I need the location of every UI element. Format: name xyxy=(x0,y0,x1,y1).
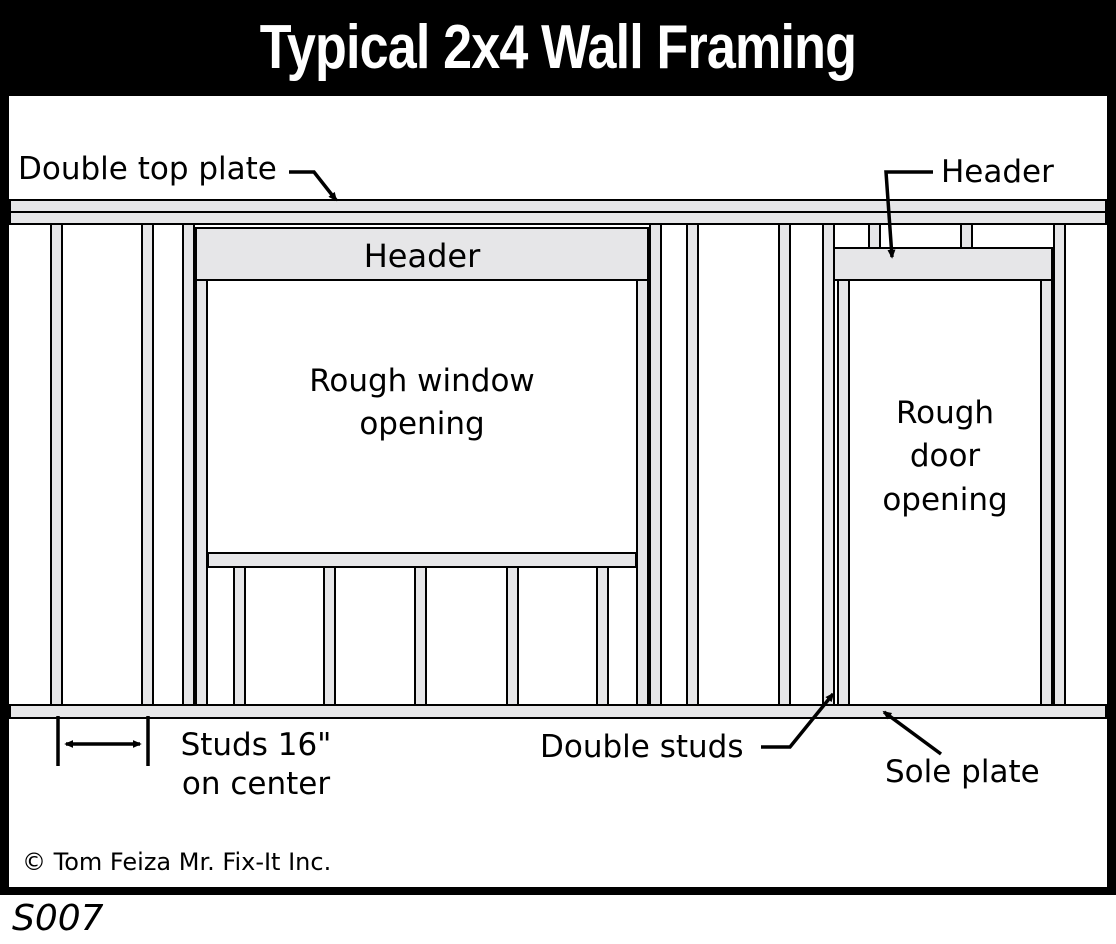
window-cripple-stud xyxy=(414,566,427,706)
window-jack-stud-right xyxy=(636,279,649,706)
figure-code: S007 xyxy=(12,898,104,939)
window-sill xyxy=(207,552,637,568)
window-cripple-stud xyxy=(233,566,246,706)
window-header-label: Header xyxy=(363,237,481,275)
double-top-plate-label: Double top plate xyxy=(18,151,277,187)
door-king-stud-right xyxy=(1053,223,1066,706)
window-king-stud-left xyxy=(182,223,195,706)
copyright-text: © Tom Feiza Mr. Fix-It Inc. xyxy=(22,848,332,876)
rough-window-opening-label: Rough window opening xyxy=(208,360,636,447)
window-header xyxy=(195,227,649,281)
window-cripple-stud xyxy=(323,566,336,706)
door-header xyxy=(833,247,1053,281)
window-jack-stud-left xyxy=(195,279,208,706)
door-cripple-stud xyxy=(960,223,973,250)
rough-door-opening-line2: door xyxy=(909,438,981,475)
door-jack-stud-right xyxy=(1040,279,1053,706)
rough-door-opening-line3: opening xyxy=(882,481,1008,518)
stud xyxy=(686,223,699,706)
window-king-stud-right xyxy=(649,223,662,706)
stud-spacing-line1: Studs 16" xyxy=(180,727,332,763)
stud-spacing-label: Studs 16" on center xyxy=(158,726,354,804)
title-bar: Typical 2x4 Wall Framing xyxy=(0,0,1116,96)
double-top-plate-arrow xyxy=(289,170,338,202)
window-cripple-stud xyxy=(596,566,609,706)
stud xyxy=(50,223,63,706)
rough-window-opening-line1: Rough window xyxy=(309,363,535,399)
rough-door-opening-label: Rough door opening xyxy=(852,392,1038,522)
stud xyxy=(778,223,791,706)
door-header-callout-label: Header xyxy=(941,154,1054,190)
rough-window-opening-line2: opening xyxy=(359,406,485,443)
door-jack-stud-left xyxy=(837,279,850,706)
top-plate-lower xyxy=(9,211,1107,225)
window-cripple-stud xyxy=(506,566,519,706)
double-studs-label: Double studs xyxy=(540,729,744,765)
sole-plate xyxy=(9,704,1107,719)
rough-door-opening-line1: Rough xyxy=(895,395,995,431)
stud-spacing-line2: on center xyxy=(181,765,331,802)
page-title: Typical 2x4 Wall Framing xyxy=(259,13,857,82)
sole-plate-label: Sole plate xyxy=(885,754,1040,790)
door-cripple-stud xyxy=(868,223,881,250)
stud xyxy=(141,223,154,706)
door-double-stud-left xyxy=(822,223,835,706)
